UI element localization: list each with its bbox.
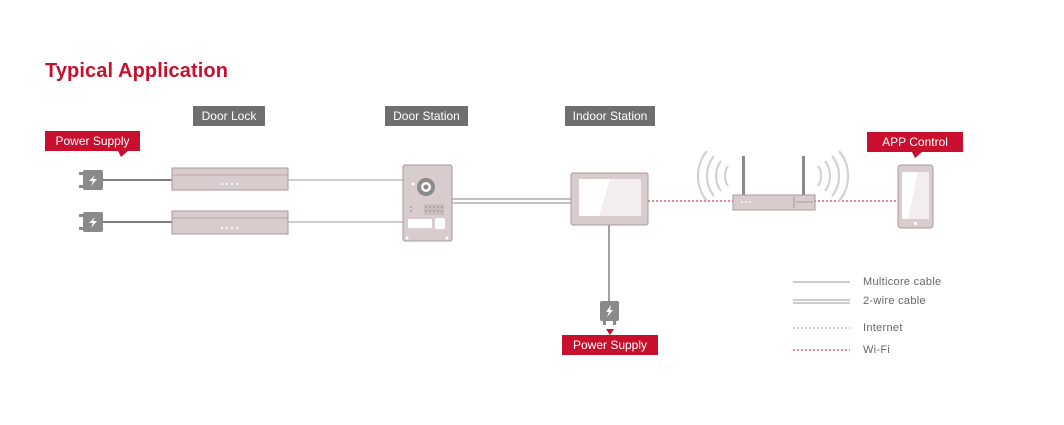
- door-station-icon: [402, 164, 453, 242]
- door-lock-label: Door Lock: [193, 106, 265, 126]
- indoor-station-label: Indoor Station: [565, 106, 655, 126]
- router-icon: [732, 156, 816, 211]
- door-station-label: Door Station: [385, 106, 468, 126]
- door-lock-icon: [171, 210, 289, 235]
- door-lock-icon: [171, 167, 289, 191]
- plug-icon: [79, 212, 103, 232]
- legend-two-wire-symbol: [793, 299, 850, 304]
- wifi-signal-icon: [817, 150, 850, 202]
- plug-icon: [79, 170, 103, 190]
- two-wire-cable-station: [452, 198, 571, 204]
- wifi-signal-icon: [696, 150, 729, 202]
- legend-wifi-label: Wi-Fi: [863, 344, 891, 356]
- legend-two-wire-label: 2-wire cable: [863, 295, 926, 307]
- power-supply-bottom-label: Power Supply: [562, 335, 658, 355]
- power-supply-left-label-tail: [118, 151, 128, 157]
- smartphone-icon: [897, 164, 934, 229]
- legend-internet-label: Internet: [863, 322, 903, 334]
- power-supply-left-label: Power Supply: [45, 131, 140, 151]
- app-control-label: APP Control: [867, 132, 963, 152]
- legend-multicore-label: Multicore cable: [863, 276, 942, 288]
- power-supply-bottom-label-tail: [606, 329, 614, 335]
- page-title: Typical Application: [45, 60, 229, 82]
- indoor-station-icon: [570, 172, 649, 226]
- plug-icon: [600, 301, 619, 325]
- app-control-label-tail: [912, 152, 922, 158]
